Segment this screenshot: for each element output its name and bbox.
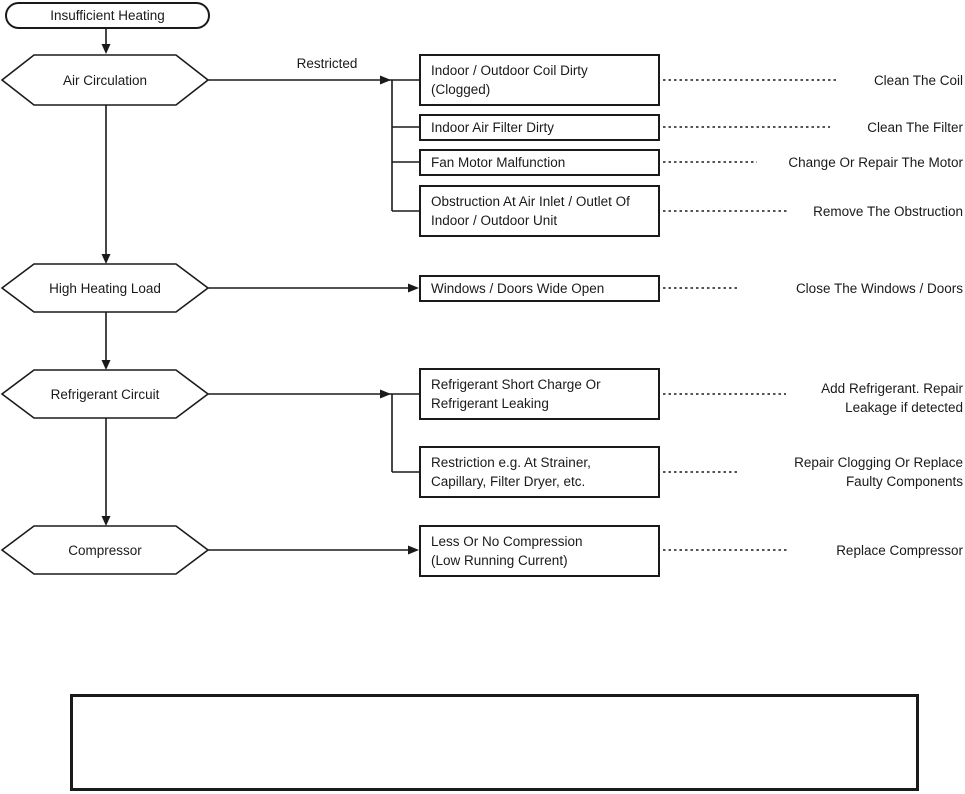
empty-note-box: [70, 694, 919, 791]
arrowheads: [101, 44, 419, 555]
arrowhead-down-compressor: [101, 516, 111, 526]
remedy-close-windows: Close The Windows / Doors: [795, 281, 963, 296]
remedy-remove-obstruction: Remove The Obstruction: [813, 204, 963, 219]
root-node: Insufficient Heating: [5, 2, 210, 29]
problem-box-restriction: Restriction e.g. At Strainer, Capillary,…: [419, 446, 660, 498]
cause-node-refrigerant-circuit: Refrigerant Circuit: [50, 386, 160, 402]
problem-box-filter-dirty: Indoor Air Filter Dirty: [419, 114, 660, 141]
remedy-clean-filter: Clean The Filter: [867, 120, 963, 135]
root-node-label: Insufficient Heating: [50, 8, 165, 23]
cause-node-compressor: Compressor: [68, 542, 142, 558]
problem-box-obstruction: Obstruction At Air Inlet / Outlet Of Ind…: [419, 185, 660, 237]
problem-box-coil-dirty: Indoor / Outdoor Coil Dirty (Clogged): [419, 54, 660, 106]
problem-box-refrigerant-short: Refrigerant Short Charge Or Refrigerant …: [419, 368, 660, 420]
remedy-repair-clogging: Repair Clogging Or Replace Faulty Compon…: [794, 455, 963, 489]
problem-box-windows-open: Windows / Doors Wide Open: [419, 275, 660, 302]
solid-connectors: [105, 29, 419, 551]
problem-box-fan-motor: Fan Motor Malfunction: [419, 149, 660, 176]
arrowhead-right-air-branch: [380, 75, 391, 85]
cause-node-air-circulation: Air Circulation: [62, 72, 148, 88]
problem-box-no-compression: Less Or No Compression (Low Running Curr…: [419, 525, 660, 577]
remedy-add-refrigerant: Add Refrigerant. Repair Leakage if detec…: [821, 381, 963, 415]
remedy-clean-coil: Clean The Coil: [873, 73, 963, 88]
arrowhead-down-air-circulation: [101, 44, 111, 54]
arrowhead-right-windows-box: [408, 283, 419, 293]
cause-node-high-heating-load: High Heating Load: [49, 280, 161, 296]
arrowhead-down-high-heating-load: [101, 254, 111, 264]
dotted-leaders: [663, 79, 838, 551]
arrowhead-down-refrigerant-circuit: [101, 360, 111, 370]
arrowhead-right-compression-box: [408, 545, 419, 555]
remedy-change-motor: Change Or Repair The Motor: [788, 155, 963, 170]
branch-arrow-label-restricted: Restricted: [296, 56, 358, 71]
arrowhead-right-refrigerant-branch: [380, 389, 391, 399]
remedy-replace-compressor: Replace Compressor: [836, 543, 963, 558]
